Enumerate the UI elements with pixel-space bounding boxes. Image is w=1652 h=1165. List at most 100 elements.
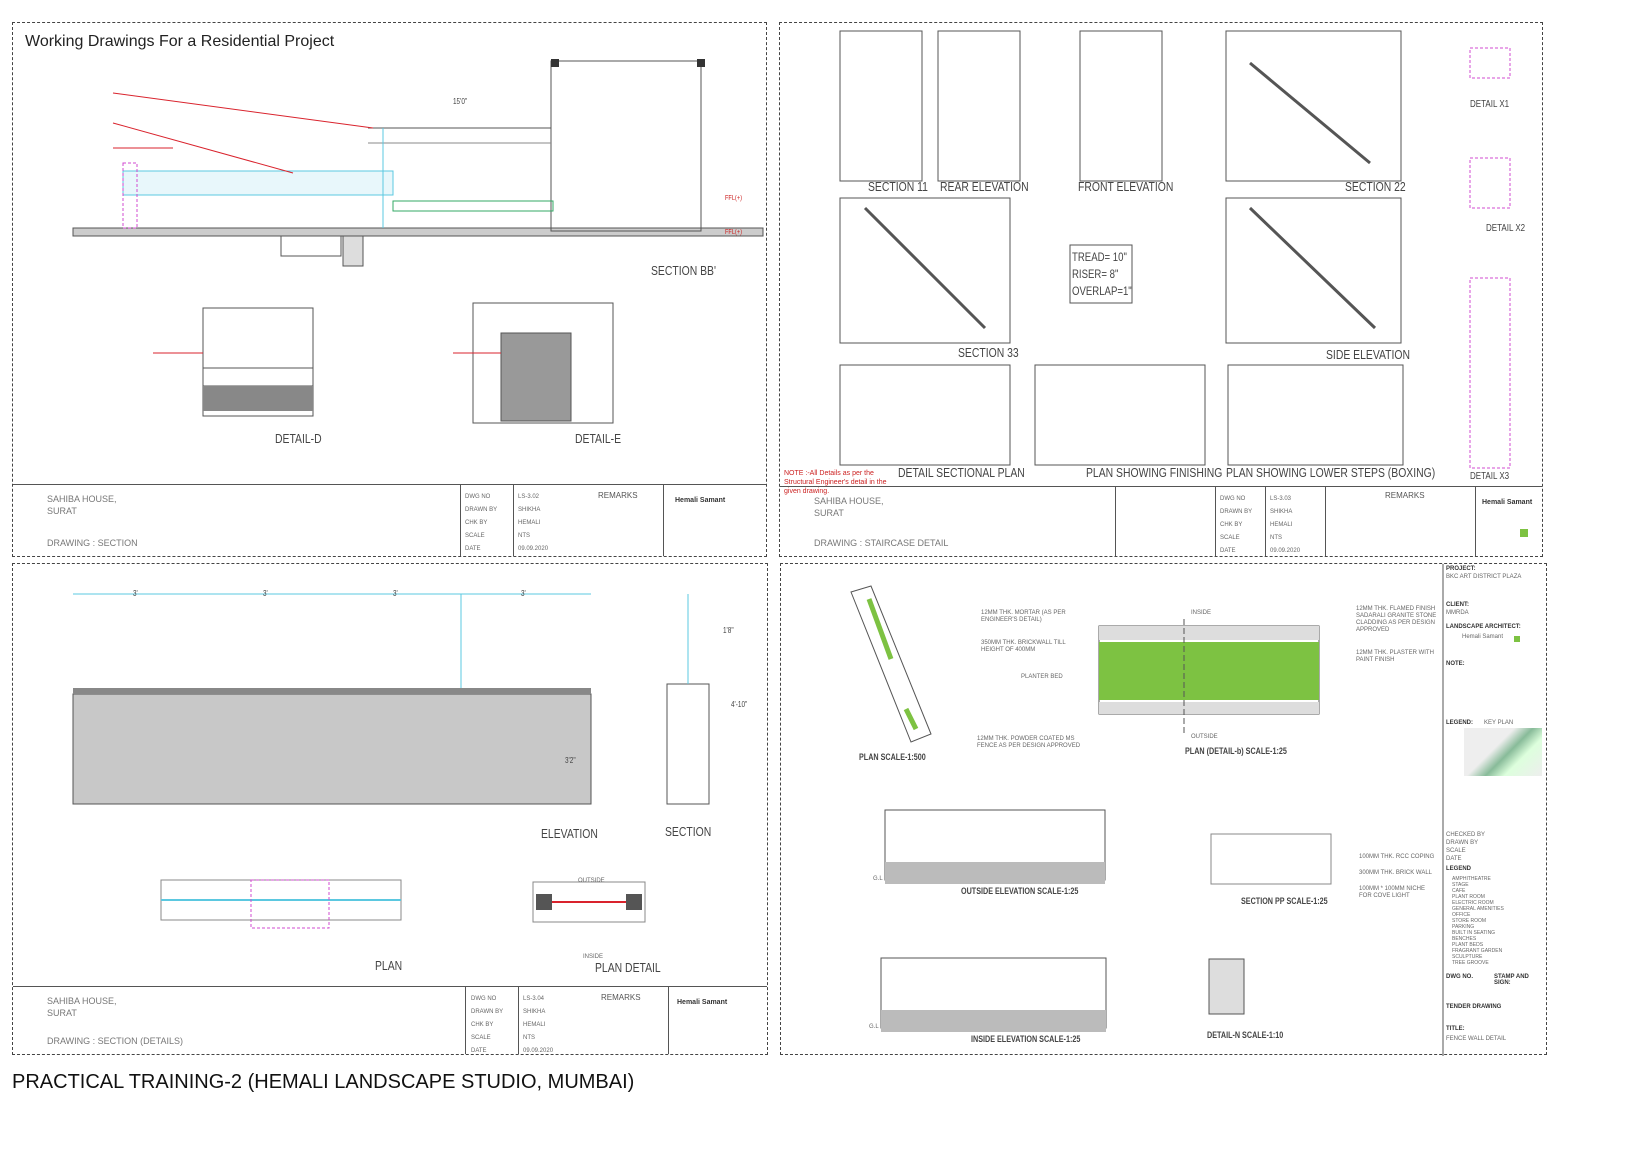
outside-elevation-label: OUTSIDE ELEVATION SCALE-1:25 <box>961 886 1079 896</box>
remarks-label: REMARKS <box>601 993 641 1002</box>
key-plan-image <box>1464 728 1542 776</box>
detail-e-label: DETAIL-E <box>575 431 622 446</box>
sheet-title: Working Drawings For a Residential Proje… <box>25 33 335 50</box>
legend-item: OFFICE <box>1452 912 1471 918</box>
firm-name: Hemali Samant <box>675 497 726 504</box>
level-label: FFL(+) <box>725 229 742 236</box>
note: 100MM THK. RCC COPING <box>1359 854 1435 860</box>
legend-item: BENCHES <box>1452 936 1477 942</box>
note: 12MM THK. PLASTER WITH PAINT FINISH <box>1356 650 1434 663</box>
section-33-label: SECTION 33 <box>958 345 1019 360</box>
legend-item: FRAGRANT GARDEN <box>1452 948 1503 954</box>
logo-mark <box>1514 636 1520 642</box>
remarks-label: REMARKS <box>598 491 638 500</box>
dim-label: 3' <box>133 589 138 598</box>
legend-item: GENERAL AMENITIES <box>1452 906 1504 912</box>
sheet-section-details: 3' 3' 3' 3' 1'8" 4'-10" 3'2" ELEVATION S… <box>12 563 768 1055</box>
structural-note: NOTE :-All Details as per the Structural… <box>784 470 887 495</box>
section-11-label: SECTION 11 <box>868 179 928 194</box>
side-title-block: PROJECT: BKC ART DISTRICT PLAZA CLIENT: … <box>1444 564 1546 1056</box>
elevation-label: ELEVATION <box>541 826 598 841</box>
ground-level-label: G.L <box>869 1024 879 1030</box>
side-elevation-label: SIDE ELEVATION <box>1326 347 1410 362</box>
inside-label: INSIDE <box>583 954 604 960</box>
detail-x2-label: DETAIL X2 <box>1486 223 1526 234</box>
sheet-staircase: SECTION 11 REAR ELEVATION FRONT ELEVATIO… <box>779 22 1543 557</box>
remarks-label: REMARKS <box>1385 491 1425 500</box>
detail-x1-label: DETAIL X1 <box>1470 99 1510 110</box>
firm-name: Hemali Samant <box>1482 499 1533 506</box>
detail-n-label: DETAIL-N SCALE-1:10 <box>1207 1030 1284 1040</box>
note: 300MM THK. BRICK WALL <box>1359 870 1433 876</box>
legend-item: CAFE <box>1452 888 1466 894</box>
sheet-section: Working Drawings For a Residential Proje… <box>12 22 767 557</box>
legend-item: ELECTRIC ROOM <box>1452 900 1494 906</box>
title-block: SAHIBA HOUSE,SURAT DRAWING : SECTION DWG… <box>13 484 766 556</box>
plan-scale-label: PLAN SCALE-1:500 <box>859 752 926 762</box>
detail-d-label: DETAIL-D <box>275 431 322 446</box>
legend-item: PLANT ROOM <box>1452 894 1485 900</box>
plan-label: PLAN <box>375 958 403 973</box>
firm-name: Hemali Samant <box>677 999 728 1006</box>
dim-label: 3'2" <box>565 756 576 765</box>
section-label: SECTION <box>665 824 712 839</box>
note: 12MM THK. MORTAR (AS PER ENGINEER'S DETA… <box>981 610 1066 623</box>
plan-detail-label: PLAN DETAIL <box>595 960 661 975</box>
project-name: SAHIBA HOUSE,SURAT <box>47 996 117 1018</box>
fence-wall-drawings <box>850 564 1444 1056</box>
section-bb-label: SECTION BB' <box>651 263 716 278</box>
dim-label: 1'8" <box>723 626 734 635</box>
inside-elevation-label: INSIDE ELEVATION SCALE-1:25 <box>971 1034 1081 1044</box>
legend-item: BUILT IN SEATING <box>1452 930 1496 936</box>
dim-label: 3' <box>393 589 398 598</box>
fence-elevation-drawing <box>72 593 710 929</box>
dim-label: 4'-10" <box>731 700 748 709</box>
plan-lower-steps-label: PLAN SHOWING LOWER STEPS (BOXING) <box>1226 465 1436 480</box>
detail-x3-label: DETAIL X3 <box>1470 471 1510 482</box>
logo-mark <box>1520 529 1528 537</box>
planter-bed-label: PLANTER BED <box>1021 674 1063 680</box>
level-label: FFL(+) <box>725 195 742 202</box>
drawing-name: DRAWING : STAIRCASE DETAIL <box>814 538 949 548</box>
stair-specs: TREAD= 10"RISER= 8"OVERLAP=1" <box>1072 250 1132 298</box>
dim-label: 15'0" <box>453 97 468 106</box>
section-bb-drawing <box>72 59 764 424</box>
title-block: SAHIBA HOUSE,SURAT DRAWING : SECTION (DE… <box>13 986 767 1054</box>
legend-item: TREE GROOVE <box>1452 960 1489 966</box>
legend-item: AMPHITHEATRE <box>1452 876 1491 882</box>
note: 100MM * 100MM NICHE FOR COVE LIGHT <box>1359 886 1426 899</box>
note: 12MM THK. POWDER COATED MS FENCE AS PER … <box>977 736 1081 749</box>
outside-label: OUTSIDE <box>578 878 605 884</box>
plan-detail-b-label: PLAN (DETAIL-b) SCALE-1:25 <box>1185 746 1287 756</box>
note: 350MM THK. BRICKWALL TILL HEIGHT OF 400M… <box>981 640 1066 653</box>
drawing-name: DRAWING : SECTION <box>47 538 138 548</box>
section-pp-label: SECTION PP SCALE-1:25 <box>1241 896 1328 906</box>
rear-elevation-label: REAR ELEVATION <box>940 179 1029 194</box>
legend-item: STAGE <box>1452 882 1469 888</box>
detail-sectional-plan-label: DETAIL SECTIONAL PLAN <box>898 465 1025 480</box>
project-name: SAHIBA HOUSE,SURAT <box>814 496 884 518</box>
staircase-drawings <box>839 30 1511 469</box>
section-22-label: SECTION 22 <box>1345 179 1406 194</box>
outside-label: OUTSIDE <box>1191 734 1218 740</box>
project-name: SAHIBA HOUSE,SURAT <box>47 494 117 516</box>
sheet-fence-wall-detail: INSIDE OUTSIDE PLANTER BED 12MM THK. MOR… <box>780 563 1547 1056</box>
note: 12MM THK. FLAMED FINISH SADARALI GRANITE… <box>1356 606 1437 633</box>
legend-item: PLANT BEDS <box>1452 942 1484 948</box>
plan-finishing-label: PLAN SHOWING FINISHING <box>1086 465 1223 480</box>
legend-item: PARKING <box>1452 924 1475 930</box>
dim-label: 3' <box>263 589 268 598</box>
inside-label: INSIDE <box>1191 610 1212 616</box>
title-block: SAHIBA HOUSE,SURAT DRAWING : STAIRCASE D… <box>780 486 1542 556</box>
ground-level-label: G.L <box>873 876 883 882</box>
page-caption: PRACTICAL TRAINING-2 (HEMALI LANDSCAPE S… <box>12 1071 635 1093</box>
legend-item: SCULPTURE <box>1452 954 1483 960</box>
front-elevation-label: FRONT ELEVATION <box>1078 179 1174 194</box>
